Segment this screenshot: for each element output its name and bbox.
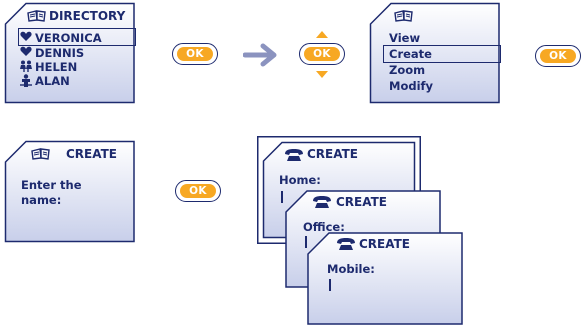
ok-label: OK	[177, 47, 213, 61]
menu-screen-frame	[369, 2, 500, 104]
phonebook-icon	[27, 10, 46, 22]
heart-icon	[20, 46, 32, 56]
create-title: CREATE	[336, 195, 387, 209]
contact-name: DENNIS	[35, 46, 85, 60]
menu-screen: View Create Zoom Modify	[369, 2, 501, 104]
menu-selection-highlight	[383, 45, 501, 63]
ok-button[interactable]: OK	[175, 180, 221, 202]
family-icon	[20, 60, 32, 72]
text-cursor	[329, 279, 331, 291]
mobile-field-label: Mobile:	[327, 262, 375, 276]
contact-name: HELEN	[35, 60, 78, 74]
prompt-text-line2: name:	[21, 193, 62, 207]
nav-up-arrow-icon[interactable]	[315, 30, 329, 39]
menu-item-create[interactable]: Create	[389, 47, 432, 61]
phonebook-icon	[394, 10, 413, 22]
arrow-right-icon	[243, 43, 277, 67]
ok-button[interactable]: OK	[172, 43, 218, 65]
ok-button[interactable]: OK	[535, 45, 581, 67]
contact-name: ALAN	[35, 74, 70, 88]
directory-selection-highlight	[18, 28, 136, 46]
create-name-screen: CREATE Enter the name:	[4, 140, 136, 243]
phone-icon	[313, 196, 331, 208]
create-title: CREATE	[66, 147, 117, 161]
phonebook-icon	[31, 148, 50, 160]
contact-name: VERONICA	[35, 31, 102, 45]
menu-item-zoom[interactable]: Zoom	[389, 63, 426, 77]
directory-screen: DIRECTORY VERONICA DENNIS HELEN ALAN	[4, 2, 136, 104]
ok-label: OK	[304, 47, 340, 61]
prompt-text-line1: Enter the	[21, 178, 82, 192]
create-name-screen-frame	[4, 140, 135, 243]
create-title: CREATE	[359, 237, 410, 251]
heart-icon	[20, 31, 32, 41]
ok-label: OK	[540, 49, 576, 63]
menu-item-modify[interactable]: Modify	[389, 79, 434, 93]
office-field-label: Office:	[303, 220, 345, 234]
create-title: CREATE	[307, 147, 358, 161]
phone-icon	[337, 238, 355, 250]
nav-down-arrow-icon[interactable]	[315, 70, 329, 79]
phone-icon	[285, 149, 303, 161]
create-mobile-frame	[307, 232, 463, 325]
text-cursor	[305, 236, 307, 248]
nav-ok-button[interactable]: OK	[299, 43, 345, 65]
ok-label: OK	[180, 184, 216, 198]
create-mobile-screen: CREATE Mobile:	[307, 232, 463, 325]
directory-title: DIRECTORY	[49, 9, 126, 23]
menu-item-view[interactable]: View	[389, 31, 421, 45]
text-cursor	[281, 191, 283, 203]
person-icon	[20, 74, 32, 87]
home-field-label: Home:	[279, 173, 321, 187]
